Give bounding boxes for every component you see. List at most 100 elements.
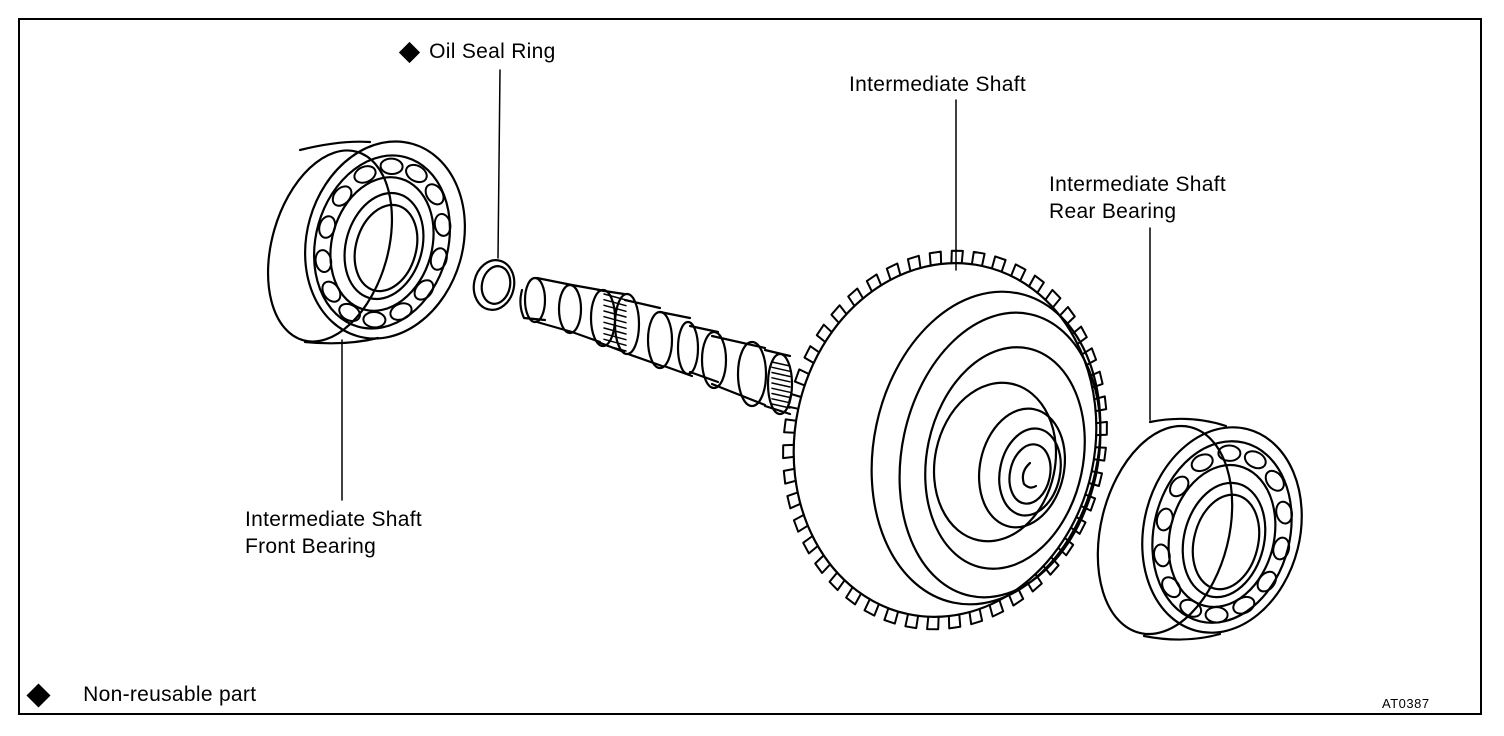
gear-tooth xyxy=(814,554,832,574)
gear-tooth xyxy=(1080,493,1097,512)
bearing-roller xyxy=(1217,444,1242,462)
oil-seal-ring-label: Oil Seal Ring xyxy=(398,38,556,65)
bearing-roller xyxy=(1243,450,1267,470)
bearing-roller xyxy=(1169,475,1190,498)
shaft-spline xyxy=(771,387,791,394)
bearing-roller xyxy=(413,279,435,301)
gear-tooth xyxy=(904,613,920,630)
gear-tooth xyxy=(792,513,809,533)
bearing-roller xyxy=(433,212,452,237)
gear-tooth xyxy=(782,467,797,485)
bearing-roller xyxy=(1272,536,1291,561)
non-reusable-diamond-icon xyxy=(398,41,421,64)
gear-tooth xyxy=(1087,470,1103,487)
gear-tooth xyxy=(1071,325,1088,345)
bearing-roller xyxy=(353,165,377,184)
gear-tooth xyxy=(793,368,810,387)
rear-bearing xyxy=(1096,417,1303,641)
rear-bearing-label-line1: Intermediate Shaft xyxy=(1049,173,1226,196)
bearing-roller xyxy=(379,157,404,176)
gear-tooth xyxy=(947,613,962,630)
gear-tooth xyxy=(906,254,922,273)
bearing-roller xyxy=(314,249,333,274)
gear-tooth xyxy=(1028,274,1045,294)
bearing-roller xyxy=(331,185,353,207)
gear-tooth xyxy=(828,571,846,592)
shaft-spline xyxy=(603,304,627,313)
black-diamond-icon xyxy=(26,683,51,708)
bearing-roller xyxy=(1275,500,1293,525)
bearing-roller xyxy=(1153,543,1171,568)
intermediate-shaft-label: Intermediate Shaft xyxy=(849,73,1026,96)
gear-tooth xyxy=(1057,537,1075,557)
bearing-roller xyxy=(1204,606,1229,624)
gear-tooth xyxy=(802,535,819,555)
bearing-roller xyxy=(318,215,337,239)
gear-tooth xyxy=(885,262,902,281)
bearing-roller xyxy=(1155,507,1174,532)
gear-tooth xyxy=(1069,516,1087,535)
bearing-roller xyxy=(1264,469,1285,492)
gear-tooth xyxy=(1058,306,1076,326)
gear-tooth xyxy=(845,586,862,606)
diagram-frame xyxy=(18,18,1482,715)
bearing-roller xyxy=(1179,598,1203,618)
gear-tooth xyxy=(883,607,900,625)
gear-tooth xyxy=(990,255,1007,273)
bearing-roller xyxy=(1256,570,1277,593)
gear-tooth xyxy=(863,598,880,617)
gear-tooth xyxy=(1081,347,1098,367)
bearing-roller xyxy=(1190,453,1214,473)
gear-tooth xyxy=(926,615,940,631)
front-bearing-label-line2: Front Bearing xyxy=(245,535,377,558)
shaft-spline xyxy=(771,398,791,404)
gear-tooth xyxy=(783,418,798,434)
gear-tooth xyxy=(970,250,986,267)
shaft-spline xyxy=(771,366,791,373)
legend-text: Non-reusable part xyxy=(83,683,257,706)
gear-tooth xyxy=(1042,556,1060,576)
gear-tooth xyxy=(786,491,802,510)
front-bearing xyxy=(266,140,466,345)
shaft-spline xyxy=(603,344,627,352)
intermediate-shaft-gear xyxy=(782,249,1108,631)
intermediate-shaft-body xyxy=(519,276,794,416)
shaft-spline xyxy=(603,293,627,301)
bearing-roller xyxy=(1232,595,1256,615)
gear-tooth xyxy=(950,249,964,265)
front-bearing-label-line1: Intermediate Shaft xyxy=(245,508,422,531)
gear-tooth xyxy=(1007,587,1025,607)
gear-tooth xyxy=(988,599,1005,618)
gear-tooth xyxy=(1093,395,1108,413)
gear-tooth xyxy=(803,345,821,364)
bearing-roller xyxy=(405,163,428,184)
shaft-spline xyxy=(771,382,791,388)
shaft-spline xyxy=(603,298,627,307)
gear-tooth xyxy=(1010,263,1027,282)
shaft-spline xyxy=(771,392,791,399)
figure-code: AT0387 xyxy=(1382,696,1430,711)
gear-tooth xyxy=(815,323,833,343)
bearing-roller xyxy=(362,310,387,329)
gear-tooth xyxy=(1095,420,1108,437)
bearing-roller xyxy=(389,302,413,321)
gear-tooth xyxy=(830,304,848,324)
bearing-roller xyxy=(429,247,448,271)
gear-tooth xyxy=(865,273,883,293)
bearing-roller xyxy=(321,280,342,303)
gear-tooth xyxy=(1026,573,1043,593)
gear-tooth xyxy=(787,393,803,410)
gear-tooth xyxy=(847,287,864,307)
shaft-spline xyxy=(771,377,791,383)
gear-tooth xyxy=(782,443,795,460)
leader-lines xyxy=(341,69,1151,501)
gear-tooth xyxy=(928,250,943,267)
bearing-roller xyxy=(338,302,361,323)
gear-tooth xyxy=(1044,288,1062,309)
shaft-spline xyxy=(771,361,791,367)
bearing-roller xyxy=(424,183,445,206)
gear-tooth xyxy=(1092,446,1107,462)
bearing-roller xyxy=(1161,576,1182,599)
gear-tooth xyxy=(968,607,984,626)
